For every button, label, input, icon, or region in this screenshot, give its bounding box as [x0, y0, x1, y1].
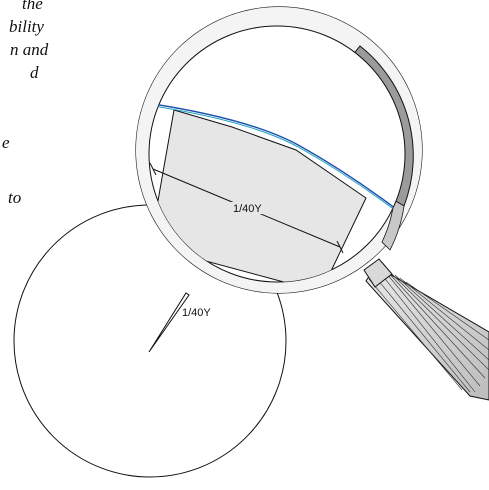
small-angle-label: 1/40Υ	[182, 307, 211, 319]
magnified-angle-label: 1/40Υ	[233, 203, 262, 215]
small-wedge	[149, 293, 189, 352]
magnifier-handle	[364, 259, 489, 400]
